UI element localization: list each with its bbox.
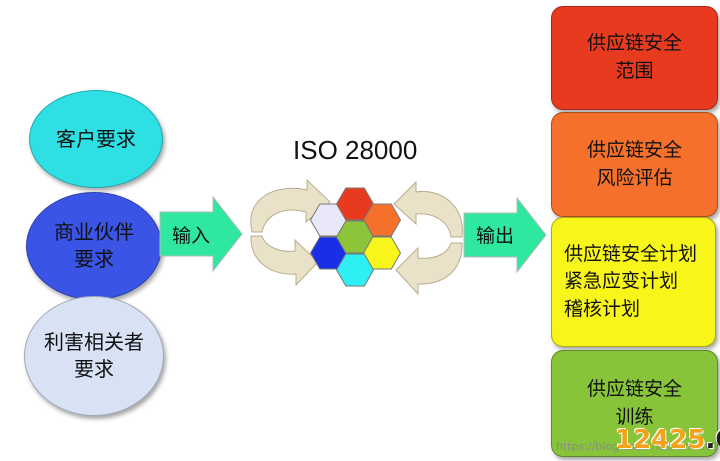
hexagon-cluster [309, 187, 402, 287]
output-training: 供应链安全 训练 [551, 350, 718, 457]
logo-number: 12425 [615, 425, 706, 455]
input-stakeholder-requirements: 利害相关者 要求 [24, 296, 164, 416]
output-risk-assessment-label: 供应链安全 风险评估 [586, 138, 682, 189]
hex-bottom [335, 253, 375, 287]
curved-arrow-bottom-left [250, 235, 319, 287]
input-customer-requirements: 客户要求 [29, 90, 163, 188]
input-business-partner-label: 商业伙伴 要求 [54, 220, 134, 271]
watermark-url: https://blog.csdn.net/lonrin0190 [556, 440, 720, 453]
input-customer-requirements-label: 客户要求 [56, 126, 136, 151]
curved-arrow-bottom-right [395, 242, 463, 296]
logo-suffix: .CN [705, 425, 720, 455]
output-plans-label: 供应链安全计划 紧急应变计划 稽核计划 [564, 242, 698, 320]
output-scope: 供应链安全 范围 [551, 6, 718, 110]
output-arrow-label: 输出 [476, 225, 514, 247]
hex-bottom-right [362, 236, 402, 270]
curved-arrow-top-left [250, 178, 331, 233]
input-arrow [159, 195, 243, 273]
input-stakeholder-label: 利害相关者 要求 [44, 330, 144, 381]
input-arrow-label: 输入 [172, 225, 210, 247]
center-title: ISO 28000 [293, 135, 418, 165]
output-scope-label: 供应链安全 范围 [586, 32, 682, 82]
output-plans: 供应链安全计划 紧急应变计划 稽核计划 [551, 217, 716, 347]
curved-arrow-top-right [393, 180, 463, 238]
output-risk-assessment: 供应链安全 风险评估 [551, 112, 718, 217]
site-logo: 12425.CN [615, 425, 720, 455]
output-arrow [463, 196, 547, 274]
output-training-label: 供应链安全 训练 [586, 377, 682, 428]
hex-top-right [362, 203, 402, 237]
